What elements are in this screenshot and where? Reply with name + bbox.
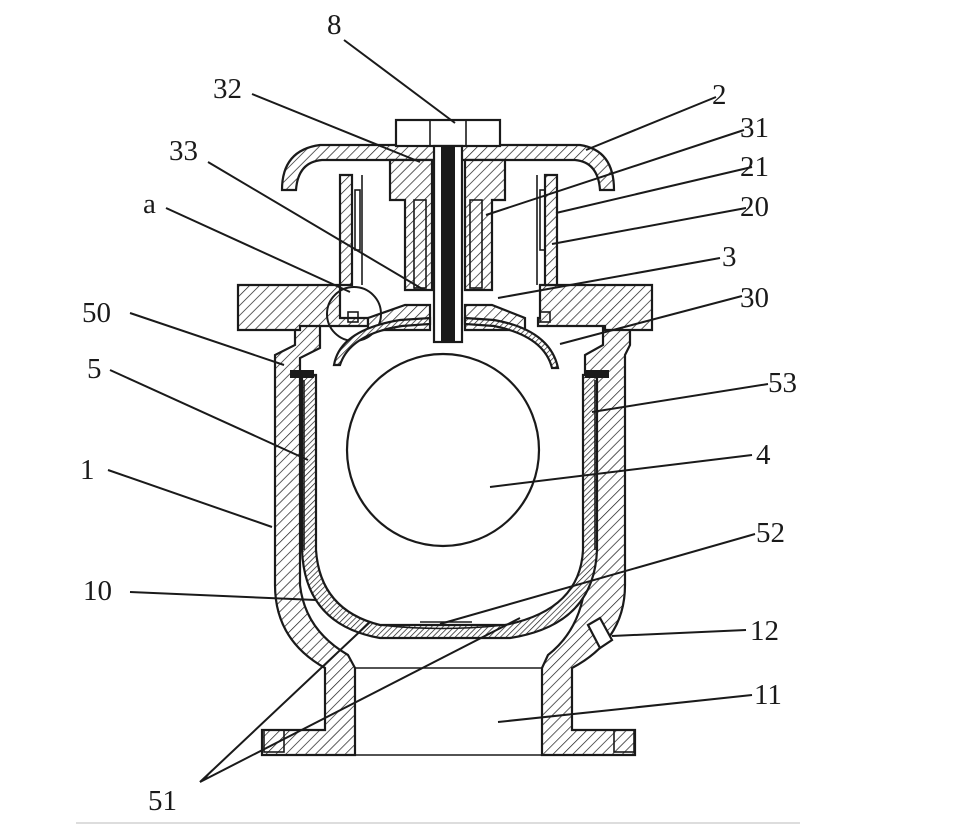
cage-top-left xyxy=(290,370,314,378)
guide-bushing-outer-left xyxy=(388,158,434,292)
cage-top-right xyxy=(585,370,609,378)
float-ball xyxy=(345,352,541,548)
label-4: 4 xyxy=(756,439,771,471)
drain-plug xyxy=(586,616,614,650)
bonnet-liner-left xyxy=(354,189,361,251)
label-21: 21 xyxy=(740,151,769,183)
guide-sleeve-right xyxy=(469,199,483,289)
label-51: 51 xyxy=(148,785,177,817)
flange-bolt-right xyxy=(613,729,635,753)
label-33: 33 xyxy=(169,135,198,167)
flange-bolt-left xyxy=(263,729,285,753)
guide-bushing-outer-right xyxy=(463,158,507,292)
label-1: 1 xyxy=(80,454,95,486)
bonnet-wall-left xyxy=(338,173,354,287)
seal-ring-left xyxy=(347,311,359,323)
label-a: a xyxy=(143,188,156,220)
label-31: 31 xyxy=(740,112,769,144)
label-52: 52 xyxy=(756,517,785,549)
stem-core xyxy=(441,146,455,342)
label-12: 12 xyxy=(750,615,779,647)
label-10: 10 xyxy=(83,575,112,607)
leader-lines xyxy=(107,39,769,783)
rain-cap xyxy=(280,143,616,192)
seal-ring-right xyxy=(539,311,551,323)
cage-bottom-line xyxy=(379,624,506,630)
label-53: 53 xyxy=(768,367,797,399)
label-20: 20 xyxy=(740,191,769,223)
label-50: 50 xyxy=(82,297,111,329)
body-wall-left xyxy=(260,323,357,757)
label-30: 30 xyxy=(740,282,769,314)
label-32: 32 xyxy=(213,73,242,105)
label-11: 11 xyxy=(754,679,782,711)
label-3: 3 xyxy=(722,241,737,273)
bonnet-liner-right xyxy=(539,189,546,251)
label-8: 8 xyxy=(327,9,342,41)
screw-head xyxy=(394,118,502,148)
label-2: 2 xyxy=(712,79,727,111)
label-5: 5 xyxy=(87,353,102,385)
deflector-plate-right xyxy=(463,316,560,370)
deflector-plate xyxy=(332,316,432,367)
